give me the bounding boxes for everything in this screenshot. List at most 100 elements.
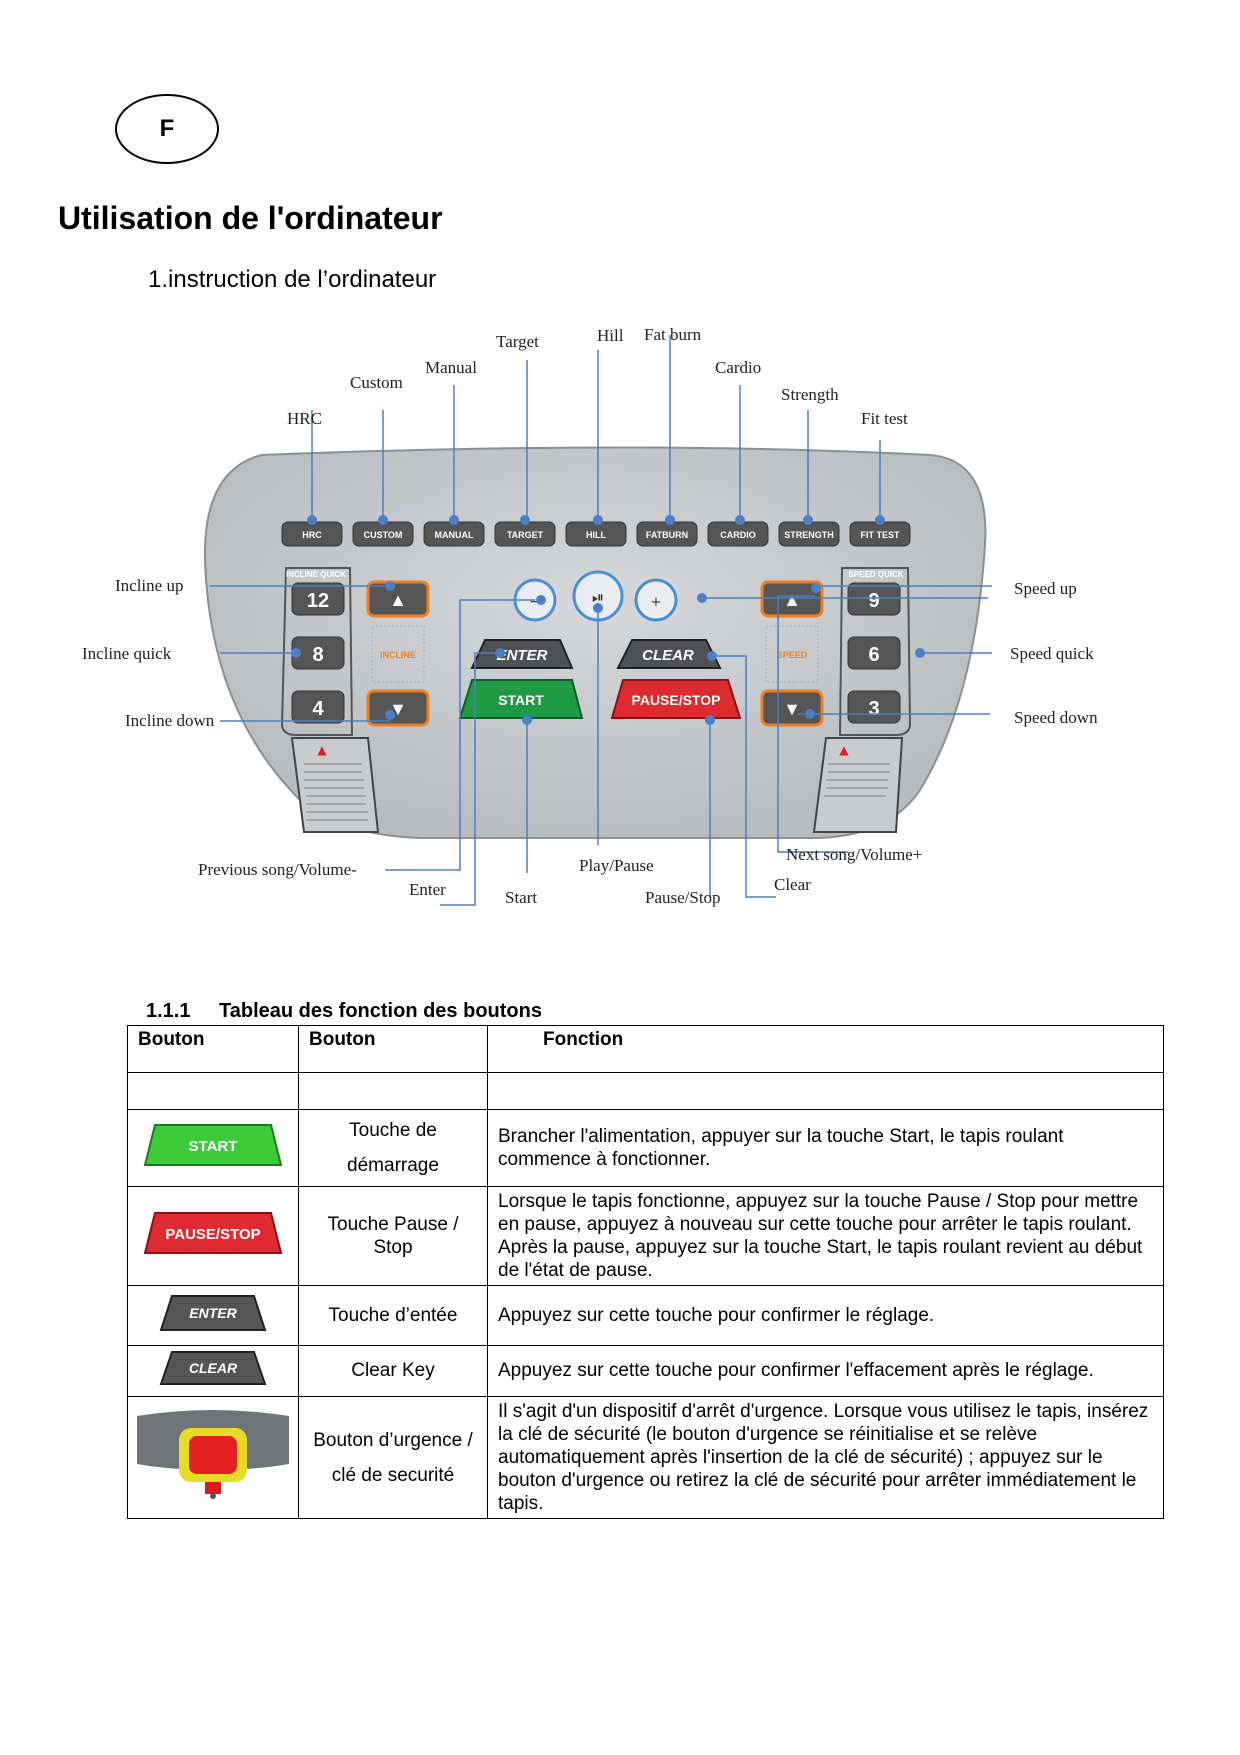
button-function: Il s'agit d'un dispositif d'arrêt d'urge… (487, 1396, 1164, 1519)
incline-up-button[interactable]: ▲ (389, 590, 407, 610)
label-speed-up: Speed up (1014, 579, 1077, 598)
table-header: Fonction (487, 1025, 1164, 1073)
pause-stop-button[interactable] (610, 679, 742, 719)
speed-quick-3-button[interactable]: 3 (868, 698, 879, 720)
button-function: Brancher l'alimentation, appuyer sur la … (487, 1109, 1164, 1187)
pause-stop-button-icon: PAUSE/STOP (127, 1186, 299, 1286)
label-custom: Custom (350, 373, 403, 392)
label-strength: Strength (781, 385, 839, 404)
table-header-row: Bouton Bouton Fonction (127, 1025, 1164, 1073)
incline-label: INCLINE (380, 650, 416, 660)
speed-label: SPEED (777, 650, 808, 660)
label-clear: Clear (774, 875, 811, 894)
button-function: Appuyez sur cette touche pour confirmer … (487, 1285, 1164, 1346)
label-start: Start (505, 888, 537, 907)
speed-quick-group: SPEED QUICK 9 6 3 (838, 567, 912, 736)
label-hill: Hill (597, 326, 624, 345)
table-row: ENTER Touche d’entée Appuyez sur cette t… (127, 1285, 1164, 1346)
button-name: Clear Key (298, 1345, 488, 1397)
console-diagram: HRC CUSTOM MANUAL TARGET HILL FATBURN CA… (82, 325, 1098, 907)
warning-icon: ▲ (317, 743, 327, 757)
svg-text:ENTER: ENTER (189, 1305, 237, 1321)
table-row: START Touche de démarrage Brancher l'ali… (127, 1109, 1164, 1187)
button-name: Touche Pause / Stop (298, 1186, 488, 1286)
label-manual: Manual (425, 358, 477, 377)
play-pause-button[interactable]: ⏯ (592, 588, 604, 606)
label-pause-stop: Pause/Stop (645, 888, 721, 907)
label-enter: Enter (409, 880, 446, 899)
incline-quick-group: INCLINE QUICK 12 8 4 (280, 567, 354, 736)
program-button-custom[interactable]: CUSTOM (364, 530, 403, 540)
table-row: Bouton d’urgence / clé de securité Il s'… (127, 1396, 1164, 1519)
callout-dots (291, 515, 925, 725)
subtitle: 1.instruction de l’ordinateur (148, 266, 437, 293)
incline-quick-12-button[interactable]: 12 (307, 590, 329, 612)
start-label: START (498, 692, 544, 708)
pause-stop-label: PAUSE/STOP (632, 692, 721, 708)
program-button-fit-test[interactable]: FIT TEST (861, 530, 900, 540)
program-button-hrc[interactable]: HRC (302, 530, 322, 540)
warning-icon: ▲ (839, 743, 849, 757)
program-button-manual[interactable]: MANUAL (435, 530, 474, 540)
enter-button[interactable] (470, 639, 574, 669)
svg-text:CLEAR: CLEAR (189, 1360, 238, 1376)
enter-button-icon: ENTER (127, 1285, 299, 1346)
emergency-button-icon (127, 1396, 299, 1519)
page-title: Utilisation de l'ordinateur (58, 200, 443, 236)
volume-up-button[interactable]: + (651, 595, 662, 610)
program-button-target[interactable]: TARGET (507, 530, 544, 540)
program-buttons: HRC CUSTOM MANUAL TARGET HILL FATBURN CA… (281, 521, 911, 547)
speed-quick-label: SPEED QUICK (848, 570, 903, 579)
speed-quick-6-button[interactable]: 6 (868, 644, 879, 666)
label-incline-quick: Incline quick (82, 644, 172, 663)
clear-button[interactable] (616, 639, 722, 669)
label-play-pause: Play/Pause (579, 856, 654, 875)
incline-quick-4-button[interactable]: 4 (312, 698, 324, 720)
button-function: Appuyez sur cette touche pour confirmer … (487, 1345, 1164, 1397)
svg-text:PAUSE/STOP: PAUSE/STOP (165, 1226, 260, 1243)
label-incline-down: Incline down (125, 711, 215, 730)
callout-lines (210, 335, 992, 906)
label-speed-quick: Speed quick (1010, 644, 1094, 663)
button-function: Lorsque le tapis fonctionne, appuyez sur… (487, 1186, 1164, 1286)
program-button-fatburn[interactable]: FATBURN (646, 530, 688, 540)
table-header: Bouton (298, 1025, 488, 1073)
enter-label: ENTER (497, 647, 548, 664)
table-row: PAUSE/STOP Touche Pause / Stop Lorsque l… (127, 1186, 1164, 1286)
label-fit-test: Fit test (861, 409, 908, 428)
program-button-strength[interactable]: STRENGTH (784, 530, 834, 540)
button-name: Touche de démarrage (298, 1109, 488, 1187)
svg-text:START: START (189, 1138, 238, 1155)
incline-controls: ▲ INCLINE ▼ (366, 580, 430, 727)
clear-label: CLEAR (642, 647, 694, 664)
label-speed-down: Speed down (1014, 708, 1098, 727)
button-name: Touche d’entée (298, 1285, 488, 1346)
program-button-cardio[interactable]: CARDIO (720, 530, 756, 540)
volume-down-button[interactable]: − (529, 594, 541, 610)
callout-labels: Target Hill Fat burn Manual Cardio Custo… (82, 325, 1098, 907)
start-button-icon: START (127, 1109, 299, 1187)
button-function-table: Bouton Bouton Fonction START Touche de d… (127, 1025, 1164, 1519)
table-header: Bouton (127, 1025, 299, 1073)
label-target: Target (496, 332, 539, 351)
label-cardio: Cardio (715, 358, 761, 377)
table-spacer-row (127, 1072, 1164, 1110)
language-badge: F (115, 94, 219, 164)
speed-up-button[interactable]: ▲ (783, 590, 801, 610)
label-hrc: HRC (287, 409, 322, 428)
speed-quick-9-button[interactable]: 9 (868, 590, 879, 612)
speed-down-button[interactable]: ▼ (783, 699, 801, 719)
warning-label-left: ▲ (290, 737, 380, 833)
label-previous-song: Previous song/Volume- (198, 860, 357, 879)
label-fat-burn: Fat burn (644, 325, 702, 344)
clear-button-icon: CLEAR (127, 1345, 299, 1397)
label-incline-up: Incline up (115, 576, 183, 595)
warning-label-right: ▲ (812, 737, 904, 833)
start-button[interactable] (458, 679, 584, 719)
label-next-song: Next song/Volume+ (786, 845, 922, 864)
table-row: CLEAR Clear Key Appuyez sur cette touche… (127, 1345, 1164, 1397)
button-name: Bouton d’urgence / clé de securité (298, 1396, 488, 1519)
incline-quick-8-button[interactable]: 8 (312, 644, 323, 666)
program-button-hill[interactable]: HILL (586, 530, 606, 540)
